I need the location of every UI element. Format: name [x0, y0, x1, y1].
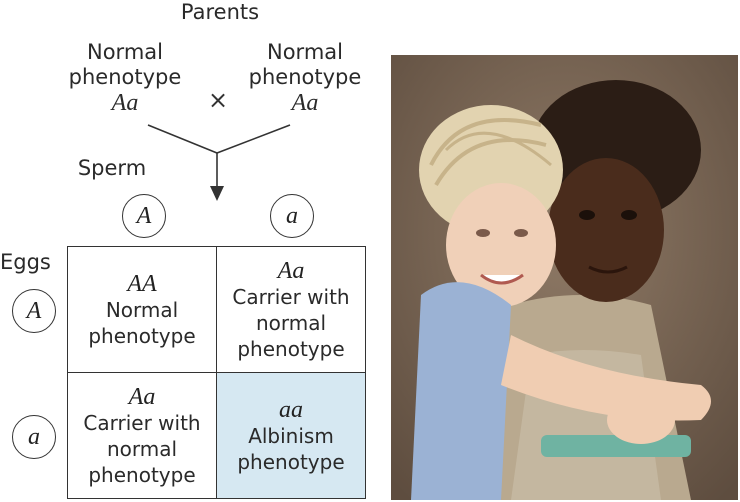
- cell-text-line: Albinism: [248, 423, 334, 448]
- sperm-allele-a: a: [270, 194, 314, 238]
- parent-right-line2: phenotype: [248, 65, 362, 89]
- parents-heading: Parents: [180, 0, 260, 24]
- cell-text-line: Carrier with: [232, 284, 350, 309]
- cell-text-line: Normal: [105, 297, 179, 322]
- sperm-label: Sperm: [77, 156, 147, 180]
- cross-symbol: ×: [207, 86, 229, 114]
- cell-genotype: AA: [127, 270, 157, 297]
- cell-genotype: Aa: [277, 257, 305, 284]
- parent-right-line1: Normal: [267, 40, 343, 64]
- egg-allele-a: a: [12, 415, 56, 459]
- cell-text-line: phenotype: [237, 336, 345, 361]
- cell-AA: AA Normal phenotype: [67, 246, 217, 373]
- parent-left: Normal phenotype Aa: [60, 40, 190, 116]
- cross-arrow: [147, 124, 291, 201]
- cell-genotype: aa: [279, 396, 303, 423]
- sperm-allele-A: A: [122, 194, 166, 238]
- punnett-square: AA Normal phenotype Aa Carrier with norm…: [67, 246, 367, 500]
- parent-left-line1: Normal: [87, 40, 163, 64]
- photo-illustration: [391, 55, 738, 500]
- parent-right: Normal phenotype Aa: [240, 40, 370, 116]
- cell-text-line: phenotype: [237, 449, 345, 474]
- cell-Aa-top: Aa Carrier with normal phenotype: [216, 246, 366, 373]
- parent-left-line2: phenotype: [68, 65, 182, 89]
- parent-right-genotype: Aa: [291, 90, 319, 116]
- cell-text-line: phenotype: [88, 462, 196, 487]
- cell-Aa-bottom: Aa Carrier with normal phenotype: [67, 372, 217, 499]
- egg-allele-A: A: [12, 289, 56, 333]
- cell-text-line: normal: [255, 310, 327, 335]
- photo-two-children: [391, 55, 738, 500]
- cell-text-line: Carrier with: [83, 410, 201, 435]
- eggs-label: Eggs: [0, 250, 51, 274]
- cell-aa: aa Albinism phenotype: [216, 372, 366, 499]
- parent-left-genotype: Aa: [111, 90, 139, 116]
- cell-genotype: Aa: [128, 383, 156, 410]
- cell-text-line: phenotype: [88, 323, 196, 348]
- cell-text-line: normal: [106, 436, 178, 461]
